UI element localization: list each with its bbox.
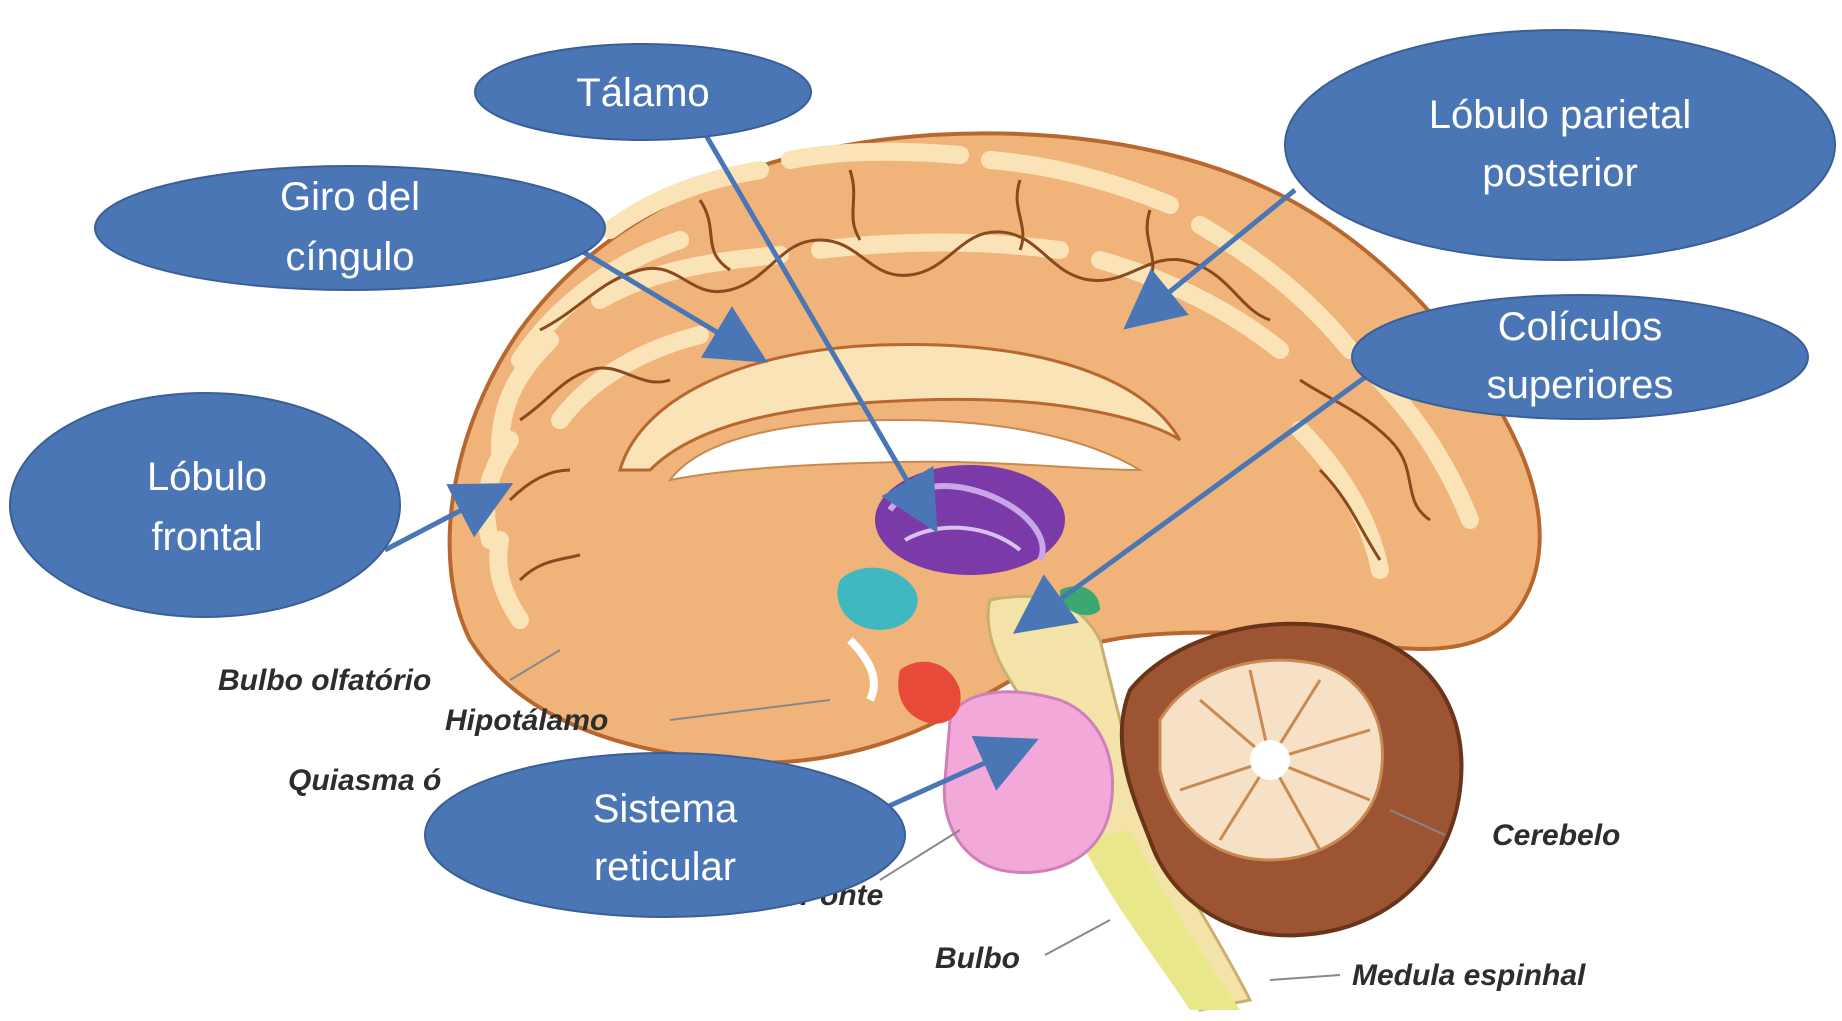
thalamus (875, 465, 1065, 575)
callout-sistema-reticular: Sistema reticular (425, 753, 905, 917)
label-bulbo-olfatorio: Bulbo olfatório (218, 664, 431, 697)
callout-reticular-line2: reticular (594, 845, 736, 889)
label-cerebelo: Cerebelo (1492, 819, 1620, 852)
callout-giro-del-cingulo: Giro del cíngulo (95, 166, 605, 290)
label-hipotalamo: Hipotálamo (445, 704, 608, 737)
callout-lobulo-frontal: Lóbulo frontal (10, 393, 400, 617)
callout-giro-line2: cíngulo (286, 235, 415, 279)
callout-coliculos-line1: Colículos (1498, 305, 1663, 349)
callout-reticular-line1: Sistema (593, 787, 738, 831)
callout-coliculos-line2: superiores (1487, 363, 1674, 407)
callout-frontal-line1: Lóbulo (147, 455, 267, 499)
callout-giro-line1: Giro del (280, 175, 420, 219)
label-bulbo: Bulbo (935, 942, 1020, 975)
callout-parietal-line2: posterior (1482, 151, 1638, 195)
label-quiasma: Quiasma ó (288, 764, 441, 797)
pons-shape (944, 692, 1112, 873)
callout-coliculos-superiores: Colículos superiores (1352, 295, 1808, 419)
label-medula-espinhal: Medula espinhal (1352, 959, 1586, 992)
callout-parietal-line1: Lóbulo parietal (1429, 93, 1691, 137)
callout-talamo-text: Tálamo (576, 71, 709, 115)
callout-frontal-line2: frontal (151, 515, 262, 559)
callout-talamo: Tálamo (475, 44, 811, 140)
callout-lobulo-parietal: Lóbulo parietal posterior (1285, 30, 1835, 260)
thalamus-shape (875, 465, 1065, 575)
